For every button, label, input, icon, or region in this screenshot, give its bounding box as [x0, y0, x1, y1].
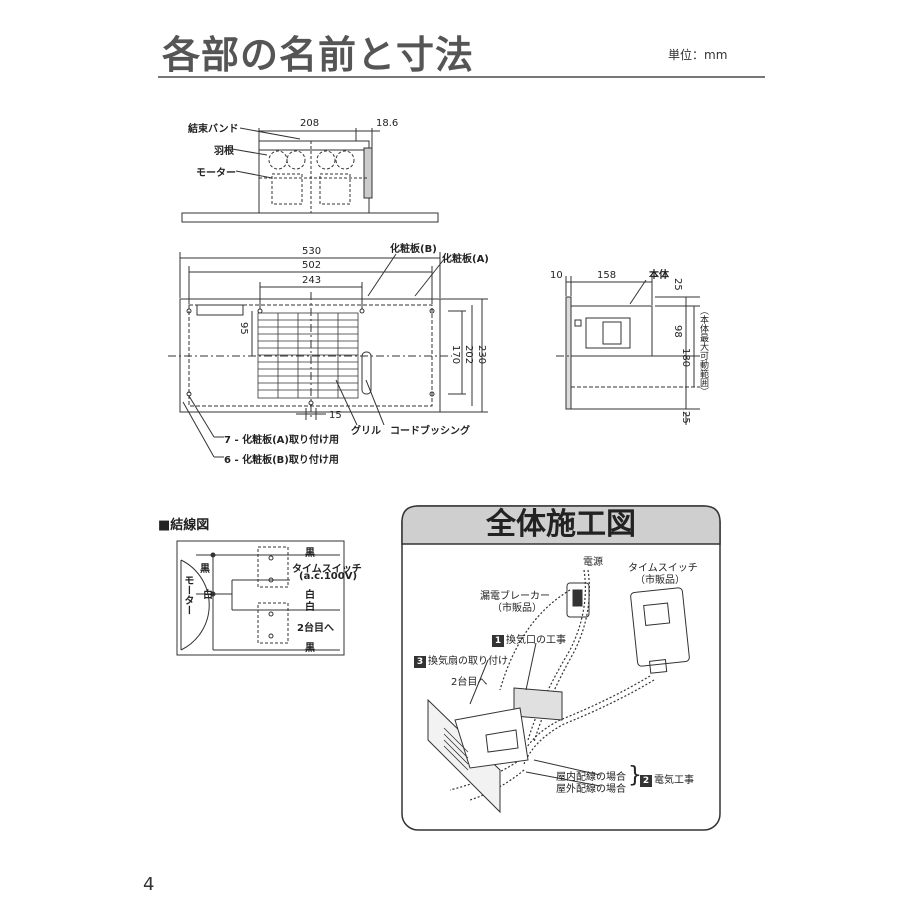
dim-230: 230	[476, 345, 487, 365]
page-number: 4	[143, 874, 155, 895]
dim-note: （本体最大可動範囲）	[698, 306, 708, 396]
time-switch-note: （市販品）	[635, 575, 685, 586]
wire-white-mid2: 白	[305, 602, 315, 613]
switch-spec: (a.c.100V)	[299, 571, 358, 582]
time-switch-label: タイムスイッチ	[628, 563, 698, 574]
wiring-motor-label: モーター	[182, 575, 193, 615]
unit-label: 単位：mm	[668, 48, 728, 62]
wire-white-mid1: 白	[305, 590, 315, 601]
motor-label: モーター	[196, 168, 236, 179]
next-unit-label: 2台目へ	[297, 623, 334, 634]
panel-b-label: 化粧板(B)	[390, 244, 437, 255]
dim-18-6: 18.6	[376, 118, 399, 129]
step1-text: 換気口の工事	[506, 635, 566, 646]
wire-black-top: 黒	[305, 548, 315, 559]
bushing-label: コードブッシング	[390, 426, 470, 437]
dim-243: 243	[302, 275, 322, 286]
step2-text: 電気工事	[654, 775, 694, 786]
dim-502: 502	[302, 260, 322, 271]
side-view-drawing	[556, 276, 700, 425]
outdoor-label: 屋外配線の場合	[556, 784, 626, 795]
dim-25-bottom: 25	[680, 411, 691, 424]
dim-208: 208	[300, 118, 320, 129]
brace-icon: }	[628, 763, 642, 788]
wiring-section-title: ■結線図	[158, 518, 210, 533]
dim-530: 530	[302, 246, 322, 257]
page-title: 各部の名前と寸法	[162, 33, 475, 77]
wiring-drawing	[176, 540, 345, 656]
dim-25-top: 25	[672, 278, 683, 291]
dim-95: 95	[238, 322, 249, 335]
breaker-note: （市販品）	[492, 603, 542, 614]
body-label: 本体	[649, 270, 669, 281]
band-label: 結束バンド	[188, 124, 239, 135]
install-drawing	[401, 505, 721, 831]
switch-label: タイムスイッチ	[292, 564, 362, 575]
top-view-drawing	[181, 127, 439, 223]
dim-180: 180	[680, 348, 691, 368]
wire-black-bottom: 黒	[305, 643, 315, 654]
breaker-label: 漏電ブレーカー	[480, 591, 550, 602]
dim-15: 15	[329, 410, 342, 421]
dim-98: 98	[672, 325, 683, 338]
install-next-unit: 2台目へ	[451, 677, 488, 688]
indoor-label: 屋内配線の場合	[556, 772, 626, 783]
step3-number: 3	[414, 656, 426, 668]
blade-label: 羽根	[214, 146, 234, 157]
install-title: 全体施工図	[486, 507, 636, 542]
power-label: 電源	[583, 557, 603, 568]
step3-text: 換気扇の取り付け	[428, 656, 508, 667]
hole-a-label: 7 - 化粧板(A)取り付け用	[224, 435, 339, 446]
dim-202: 202	[463, 345, 474, 365]
step2-number: 2	[640, 775, 652, 787]
dim-158: 158	[597, 270, 617, 281]
front-view-drawing	[168, 252, 488, 458]
panel-a-label: 化粧板(A)	[442, 254, 489, 265]
title-rule	[158, 76, 765, 78]
step1-number: 1	[492, 635, 504, 647]
wire-black-left: 黒	[200, 564, 210, 575]
dim-170: 170	[450, 345, 461, 365]
dim-10: 10	[550, 270, 563, 281]
wire-white-left: 白	[203, 590, 213, 601]
hole-b-label: 6 - 化粧板(B)取り付け用	[224, 455, 339, 466]
grill-label: グリル	[351, 426, 381, 437]
